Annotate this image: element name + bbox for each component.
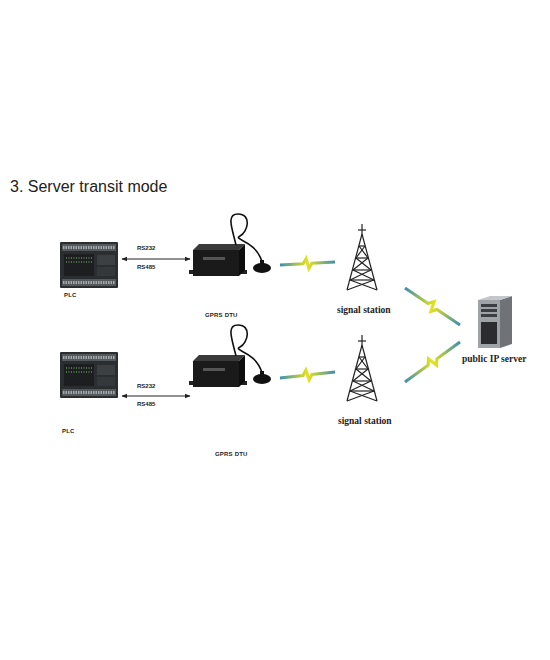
device-node: PLC — [56, 348, 122, 438]
dtu-device — [189, 355, 247, 387]
device-node: public IP server — [460, 296, 542, 368]
plc-device — [60, 352, 118, 398]
signal-label: RS485 — [137, 401, 155, 407]
device-label: public IP server — [462, 354, 526, 364]
signal-label: RS232 — [137, 383, 155, 389]
device-label: GPRS DTU — [205, 312, 238, 318]
plc-device — [60, 242, 118, 288]
device-node: signal station — [335, 340, 405, 430]
dtu-device — [189, 244, 247, 276]
antenna-base — [253, 260, 271, 384]
wireless-link — [280, 259, 335, 269]
wireless-link — [405, 288, 460, 325]
signal-tower — [347, 335, 377, 401]
device-label: PLC — [64, 292, 77, 298]
wireless-link — [280, 370, 335, 380]
serial-link — [122, 396, 190, 397]
device-node: signal station — [335, 228, 405, 318]
signal-label: RS232 — [137, 245, 155, 251]
antenna-cable — [231, 214, 262, 373]
server-tower — [478, 296, 512, 348]
device-label: signal station — [337, 305, 391, 315]
device-label: PLC — [62, 428, 75, 434]
device-label: GPRS DTU — [215, 451, 248, 457]
device-node: PLC — [56, 238, 122, 302]
wireless-link — [405, 342, 460, 382]
signal-label: RS485 — [137, 264, 155, 270]
device-node: GPRS DTU — [190, 330, 280, 458]
serial-link — [122, 259, 190, 260]
signal-tower — [347, 224, 377, 290]
device-node: GPRS DTU — [190, 218, 280, 322]
diagram-title: 3. Server transit mode — [10, 178, 167, 196]
device-label: signal station — [338, 416, 392, 426]
